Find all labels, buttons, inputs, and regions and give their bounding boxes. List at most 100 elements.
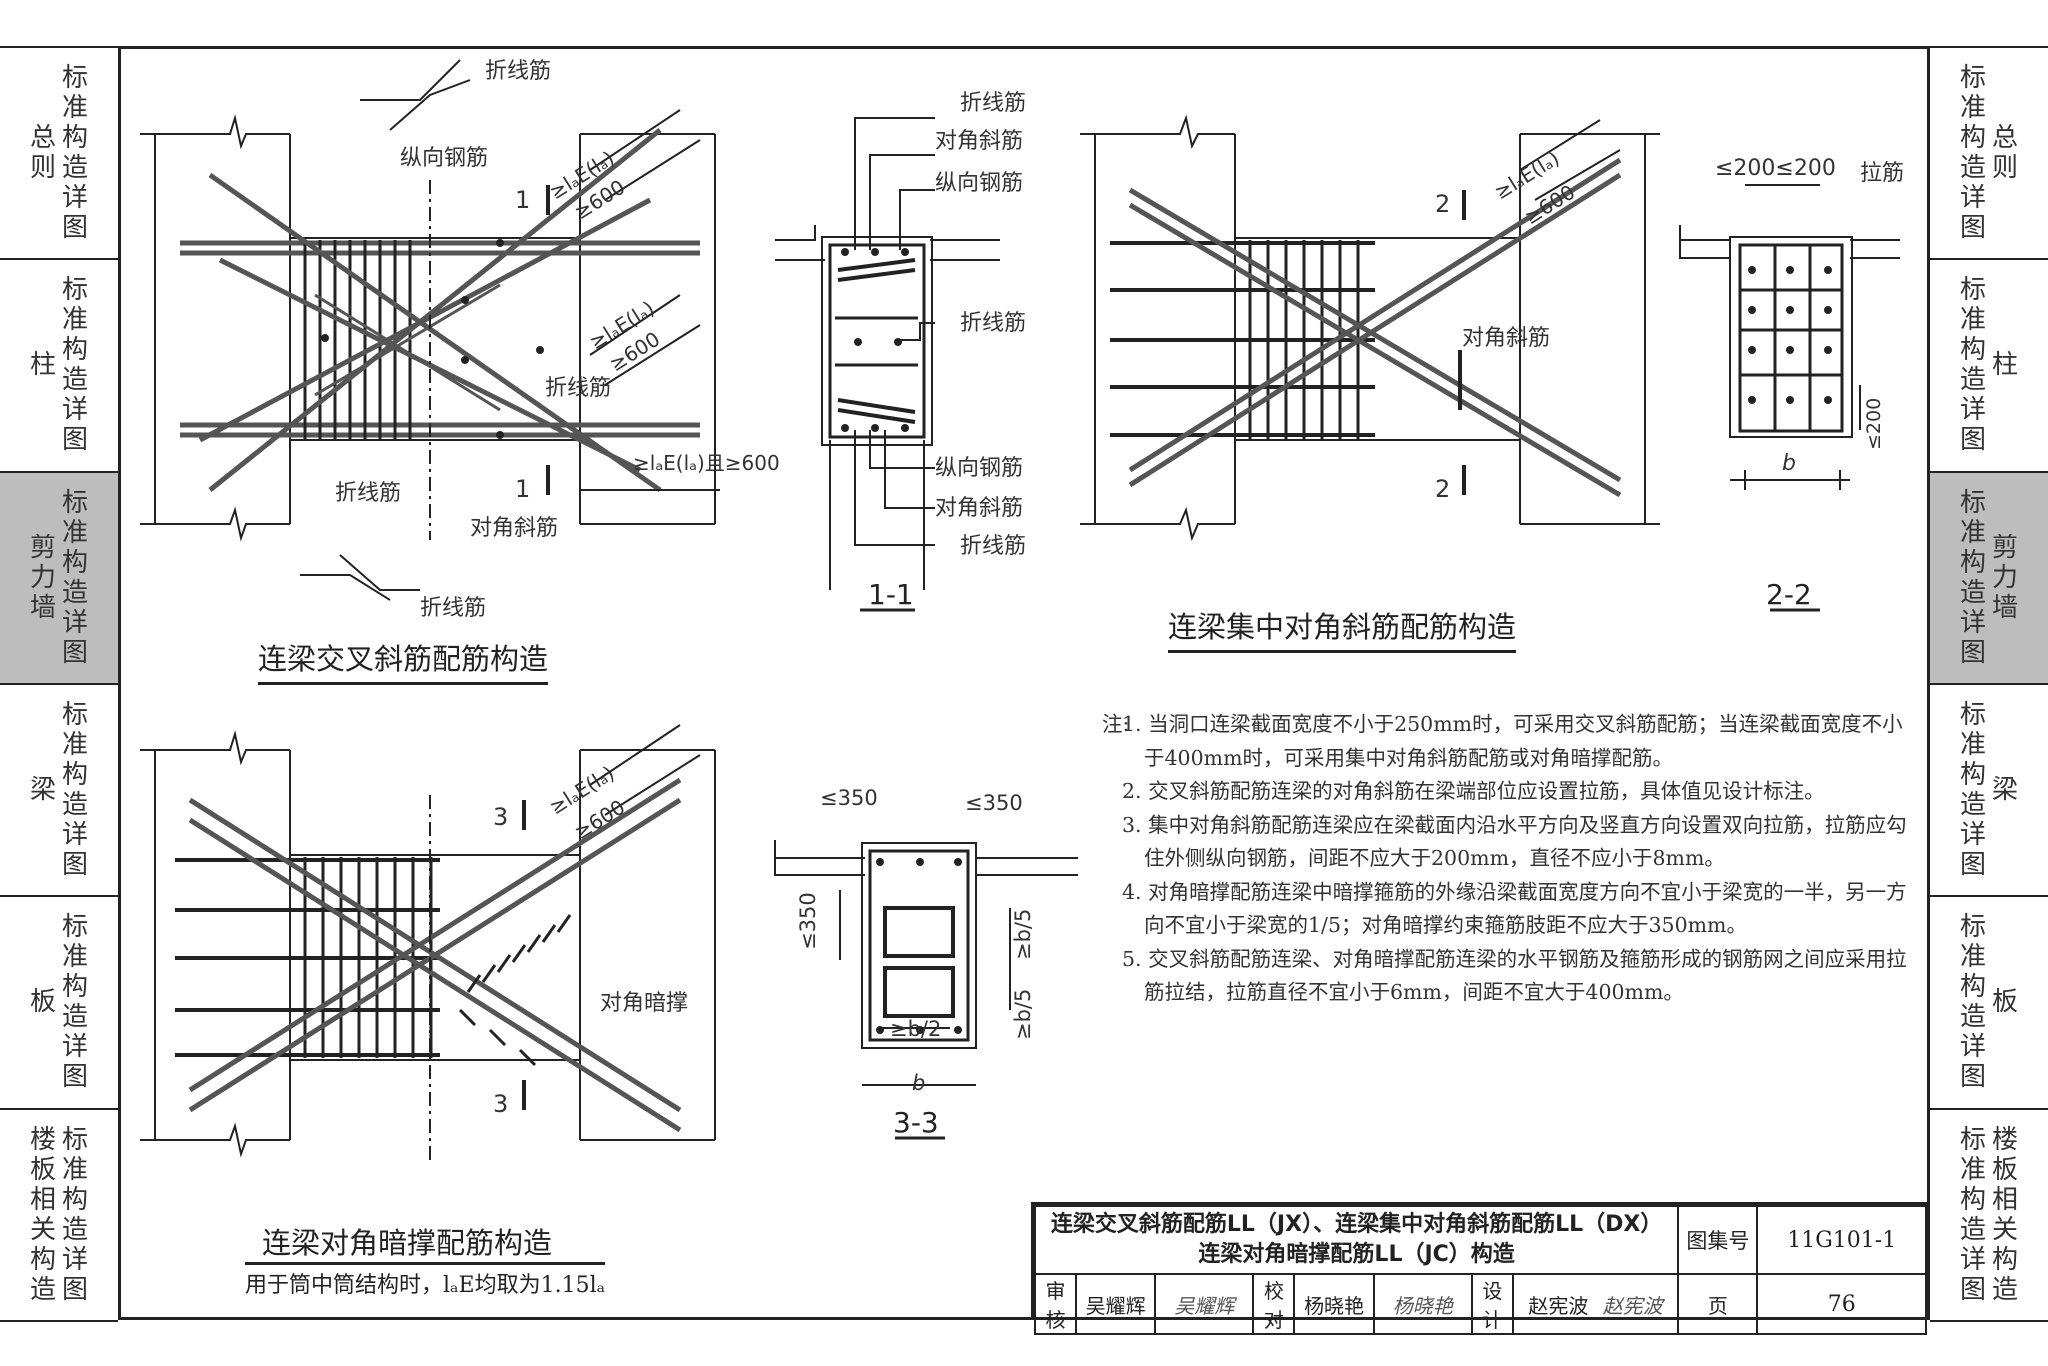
left-tab-1[interactable]: 柱标准构造详图 [0,260,118,473]
left-tab-type-label: 标准构造详图 [62,63,89,244]
d3-section-mark-top: 3 [493,803,508,831]
right-tab-type-label: 标准构造详图 [1959,63,1986,244]
left-tab-category-label: 板 [29,987,56,1018]
right-tab-3[interactable]: 标准构造详图梁 [1930,685,2048,898]
d1-section-mark-top: 1 [515,186,530,214]
d3-label-anche: 对角暗撑 [600,991,688,1016]
right-tab-type-label: 标准构造详图 [1959,275,1986,456]
right-tab-type-label: 标准构造详图 [1959,700,1986,881]
left-tab-type-label: 标准构造详图 [62,700,89,881]
note-item-5: 5. 交叉斜筋配筋连梁、对角暗撑配筋连梁的水平钢筋及箍筋形成的钢筋网之间应采用拉… [1122,946,1907,1005]
s1-label-5: 对角斜筋 [935,496,1023,521]
d1-label-duijiao: 对角斜筋 [470,516,558,541]
s2-v200: ≤200 [1863,398,1885,450]
right-tab-type-label: 标准构造详图 [1959,487,1986,668]
drawing-2-title: 连梁集中对角斜筋配筋构造 [1168,604,1517,653]
section-3-3-caption: 3-3 [893,1106,939,1139]
rebar-dots [321,239,1832,1034]
s3-half: ≥b/2 [890,1017,941,1041]
left-tab-3[interactable]: 梁标准构造详图 [0,685,118,898]
drawing-3-geometry [140,724,716,1160]
s3-b: b [912,1071,925,1095]
s1-label-2: 纵向钢筋 [935,171,1023,196]
s1-label-3: 折线筋 [960,311,1026,336]
d2-section-mark-top: 2 [1435,190,1450,218]
section-1-1-caption: 1-1 [868,578,914,611]
reviewer-signature: 吴耀辉 [1154,1273,1255,1335]
note-item-2: 2. 交叉斜筋配筋连梁的对角斜筋在梁端部位应设置拉筋，具体值见设计标注。 [1122,779,1825,803]
d1-section-mark-bottom: 1 [515,475,530,503]
d2-section-mark-bottom: 2 [1435,475,1450,503]
left-tab-5[interactable]: 楼板相关构造标准构造详图 [0,1110,118,1322]
s2-lajin: 拉筋 [1860,161,1904,186]
checker-signature: 杨晓艳 [1372,1273,1473,1335]
left-tab-4[interactable]: 板标准构造详图 [0,897,118,1110]
s2-b: b [1782,451,1796,476]
right-tab-type-label: 标准构造详图 [1959,912,1986,1093]
left-tab-0[interactable]: 总则标准构造详图 [0,48,118,261]
reviewer-name: 吴耀辉 [1075,1273,1157,1335]
section-1-1-geometry [775,117,1000,612]
title-line-1: 连梁交叉斜筋配筋LL（JX）、连梁集中对角斜筋配筋LL（DX） [1050,1212,1663,1237]
section-2-2-geometry [1679,184,1900,612]
s3-right1: ≥b/5 [1011,909,1035,960]
left-tab-type-label: 标准构造详图 [62,1124,89,1305]
left-tab-category-label: 楼板相关构造 [29,1124,56,1305]
left-tab-category-label: 梁 [29,775,56,806]
designer-name: 赵宪波 [1528,1293,1589,1318]
right-tab-category-label: 梁 [1992,775,2019,806]
drawing-frame [118,46,1930,1320]
d3-section-mark-bottom: 3 [493,1090,508,1118]
d1-label-zhexian-bottom: 折线筋 [420,596,486,621]
title-line-2: 连梁对角暗撑配筋LL（JC）构造 [1198,1242,1515,1267]
right-tab-category-label: 总则 [1992,123,2019,184]
s1-label-4: 纵向钢筋 [935,456,1023,481]
drawing-3-title: 连梁对角暗撑配筋构造 [262,1226,553,1260]
review-label: 审核 [1033,1273,1078,1335]
drawing-2-geometry [1080,114,1660,542]
designer-signature: 赵宪波 [1602,1293,1663,1318]
right-tab-1[interactable]: 标准构造详图柱 [1930,260,2048,473]
right-tab-category-label: 楼板相关构造 [1992,1124,2019,1305]
right-tab-category-label: 柱 [1992,350,2019,381]
drawing-1-geometry [140,59,720,601]
s3-right2: ≥b/5 [1011,989,1035,1040]
s1-label-0: 折线筋 [960,91,1026,116]
title-block: 连梁交叉斜筋配筋LL（JX）、连梁集中对角斜筋配筋LL（DX） 连梁对角暗撑配筋… [1031,1202,1927,1335]
d1-label-zhexian-left: 折线筋 [335,481,401,506]
note-item-4: 4. 对角暗撑配筋连梁中暗撑箍筋的外缘沿梁截面宽度方向不宜小于梁宽的一半，另一方… [1122,879,1907,938]
right-category-tabs: 标准构造详图总则标准构造详图柱标准构造详图剪力墙标准构造详图梁标准构造详图板标准… [1930,46,2048,1322]
left-tab-2[interactable]: 剪力墙标准构造详图 [0,472,118,685]
page-label: 页 [1677,1273,1759,1335]
notes-block: 注: 1. 当洞口连梁截面宽度不小于250mm时，可采用交叉斜筋配筋；当连梁截面… [1102,708,1922,1010]
atlas-number: 11G101-1 [1756,1205,1927,1275]
section-3-3-geometry [774,840,1078,1140]
d1-label-zhexian-top: 折线筋 [485,59,551,84]
right-tab-type-label: 标准构造详图 [1959,1124,1986,1305]
right-tab-category-label: 板 [1992,987,2019,1018]
note-item-3: 3. 集中对角斜筋配筋连梁应在梁截面内沿水平方向及竖直方向设置双向拉筋，拉筋应勾… [1122,812,1907,871]
right-tab-category-label: 剪力墙 [1992,532,2019,623]
left-tab-type-label: 标准构造详图 [62,912,89,1093]
s3-left: ≤350 [796,892,820,950]
drawing-1-title: 连梁交叉斜筋配筋构造 [258,636,549,685]
d1-anchor-bottom: ≥lₐE(lₐ)且≥600 [633,451,780,475]
right-tab-5[interactable]: 标准构造详图楼板相关构造 [1930,1110,2048,1322]
s2-spacing: ≤200≤200 [1715,156,1836,181]
drawing-3-subtitle: 用于筒中筒结构时，lₐE均取为1.15lₐ [245,1262,606,1299]
note-item-1: 1. 当洞口连梁截面宽度不小于250mm时，可采用交叉斜筋配筋；当连梁截面宽度不… [1122,712,1903,770]
page-number: 76 [1756,1273,1927,1335]
checker-name: 杨晓艳 [1293,1273,1375,1335]
left-tab-category-label: 总则 [29,123,56,184]
d1-label-zongxiang: 纵向钢筋 [400,146,488,171]
right-tab-2[interactable]: 标准构造详图剪力墙 [1930,472,2048,685]
left-category-tabs: 总则标准构造详图柱标准构造详图剪力墙标准构造详图梁标准构造详图板标准构造详图楼板… [0,46,118,1322]
d1-label-zhexian-mid: 折线筋 [545,376,611,401]
s1-label-1: 对角斜筋 [935,129,1023,154]
section-2-2-caption: 2-2 [1766,578,1812,611]
right-tab-4[interactable]: 标准构造详图板 [1930,897,2048,1110]
left-tab-type-label: 标准构造详图 [62,487,89,668]
designer-name-and-signature: 赵宪波 赵宪波 [1511,1273,1680,1335]
right-tab-0[interactable]: 标准构造详图总则 [1930,48,2048,261]
